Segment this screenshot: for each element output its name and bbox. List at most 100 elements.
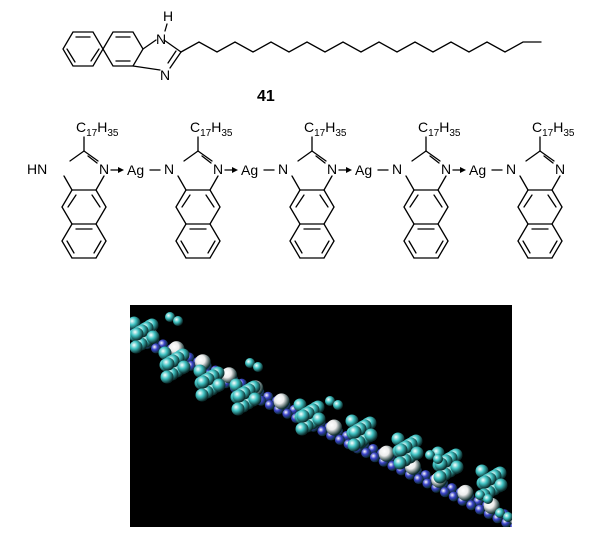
substituent-h: H bbox=[97, 119, 107, 135]
substituent-h: H bbox=[325, 119, 335, 135]
ring-bond bbox=[95, 223, 107, 242]
ring-double-bond bbox=[90, 48, 100, 62]
carbon-atom bbox=[503, 512, 512, 522]
carbon-atom bbox=[450, 460, 464, 474]
substituent-h-count: 35 bbox=[563, 128, 575, 139]
imidazole-bond bbox=[425, 150, 441, 162]
carbon-atom bbox=[475, 490, 485, 500]
ring-bond bbox=[175, 189, 187, 208]
imidazole-bond bbox=[437, 175, 447, 191]
nitrogen-atom bbox=[510, 523, 512, 527]
ring-bond bbox=[62, 31, 104, 67]
carbon-atom bbox=[296, 409, 310, 423]
carbon-atom bbox=[348, 425, 362, 439]
imidazole-double-bond bbox=[315, 155, 326, 164]
imidazole-bond bbox=[63, 175, 73, 191]
imidazole-bond bbox=[142, 39, 157, 50]
carbon-atom bbox=[245, 358, 255, 368]
ring-bond bbox=[517, 189, 529, 208]
carbon-atom bbox=[161, 357, 175, 371]
ring-bond bbox=[289, 189, 301, 208]
carbon-atom bbox=[333, 400, 343, 410]
carbon-atom bbox=[325, 396, 335, 406]
imidazole-bond bbox=[169, 51, 182, 69]
alkyl-chain bbox=[180, 41, 542, 53]
compound-number: 41 bbox=[257, 88, 275, 105]
carbon-atom bbox=[433, 470, 447, 484]
substituent-label: C17H35 bbox=[418, 119, 461, 139]
substituent-h-count: 35 bbox=[107, 128, 119, 139]
carbon-atom bbox=[130, 340, 143, 354]
carbon-atom bbox=[410, 446, 424, 460]
right-nitrogen-label: N bbox=[213, 161, 223, 177]
nitrogen-atom bbox=[466, 500, 477, 511]
ring-double-bond bbox=[523, 194, 533, 208]
ring-bond bbox=[323, 240, 335, 259]
silver-atom-label: Ag bbox=[355, 162, 372, 178]
substituent-c: C bbox=[532, 119, 542, 135]
carbon-atom bbox=[173, 316, 183, 326]
imidazole-bond bbox=[132, 65, 161, 71]
carbon-atom bbox=[347, 438, 361, 452]
ring-double-bond bbox=[93, 240, 102, 254]
space-filling-model-image bbox=[130, 305, 512, 527]
substituent-label: C17H35 bbox=[76, 119, 119, 139]
right-nitrogen-label: N bbox=[327, 161, 337, 177]
substituent-c-count: 17 bbox=[314, 128, 326, 139]
ring-bond bbox=[323, 206, 335, 225]
imidazole-double-bond bbox=[201, 155, 212, 164]
carbon-atom bbox=[394, 443, 408, 457]
ring-bond bbox=[517, 223, 529, 242]
imidazole-bond bbox=[519, 175, 529, 191]
carbon-atom bbox=[248, 392, 262, 406]
substituent-label: C17H35 bbox=[532, 119, 575, 139]
ring-double-bond bbox=[91, 194, 101, 208]
coordination-arrowhead bbox=[232, 167, 238, 173]
substituent-label: C17H35 bbox=[304, 119, 347, 139]
carbon-atom bbox=[483, 494, 493, 504]
substituent-h: H bbox=[553, 119, 563, 135]
ring-bond bbox=[209, 189, 221, 208]
carbon-atom bbox=[253, 362, 263, 372]
ring-bond bbox=[289, 223, 301, 242]
ring-double-bond bbox=[181, 194, 191, 208]
ring-double-bond bbox=[295, 194, 305, 208]
ring-bond bbox=[437, 240, 449, 259]
carbon-atom bbox=[495, 508, 505, 518]
substituent-c-count: 17 bbox=[86, 128, 98, 139]
silver-atom bbox=[378, 445, 395, 462]
nitrogen-atom bbox=[334, 434, 345, 445]
carbon-atom bbox=[478, 475, 492, 489]
ring-bond bbox=[209, 206, 221, 225]
substituent-c: C bbox=[304, 119, 314, 135]
imidazole-bond bbox=[183, 150, 199, 162]
nitrogen-atom bbox=[317, 426, 328, 437]
ring-double-bond bbox=[408, 240, 417, 254]
carbon-atom bbox=[425, 450, 435, 460]
imidazole-bond bbox=[297, 150, 313, 162]
carbon-atom bbox=[433, 454, 443, 464]
ring-bond bbox=[289, 240, 301, 259]
silver-atom bbox=[273, 393, 290, 410]
ring-double-bond bbox=[66, 48, 76, 63]
substituent-h: H bbox=[439, 119, 449, 135]
carbon-atom bbox=[165, 312, 175, 322]
ring-bond bbox=[61, 189, 73, 208]
nh-bond bbox=[164, 23, 168, 32]
carbon-atom bbox=[196, 375, 210, 389]
left-nitrogen-label: N bbox=[392, 161, 402, 177]
nitrogen-atom bbox=[361, 447, 372, 458]
imidazole-bond bbox=[209, 175, 219, 191]
ring-bond bbox=[403, 206, 415, 225]
ring-double-bond bbox=[547, 194, 557, 208]
substituent-c-count: 17 bbox=[542, 128, 554, 139]
carbon-atom bbox=[130, 327, 144, 341]
imidazole-bond bbox=[197, 150, 213, 162]
left-nitrogen-label: HN bbox=[27, 161, 47, 177]
ring-bond bbox=[403, 240, 415, 259]
